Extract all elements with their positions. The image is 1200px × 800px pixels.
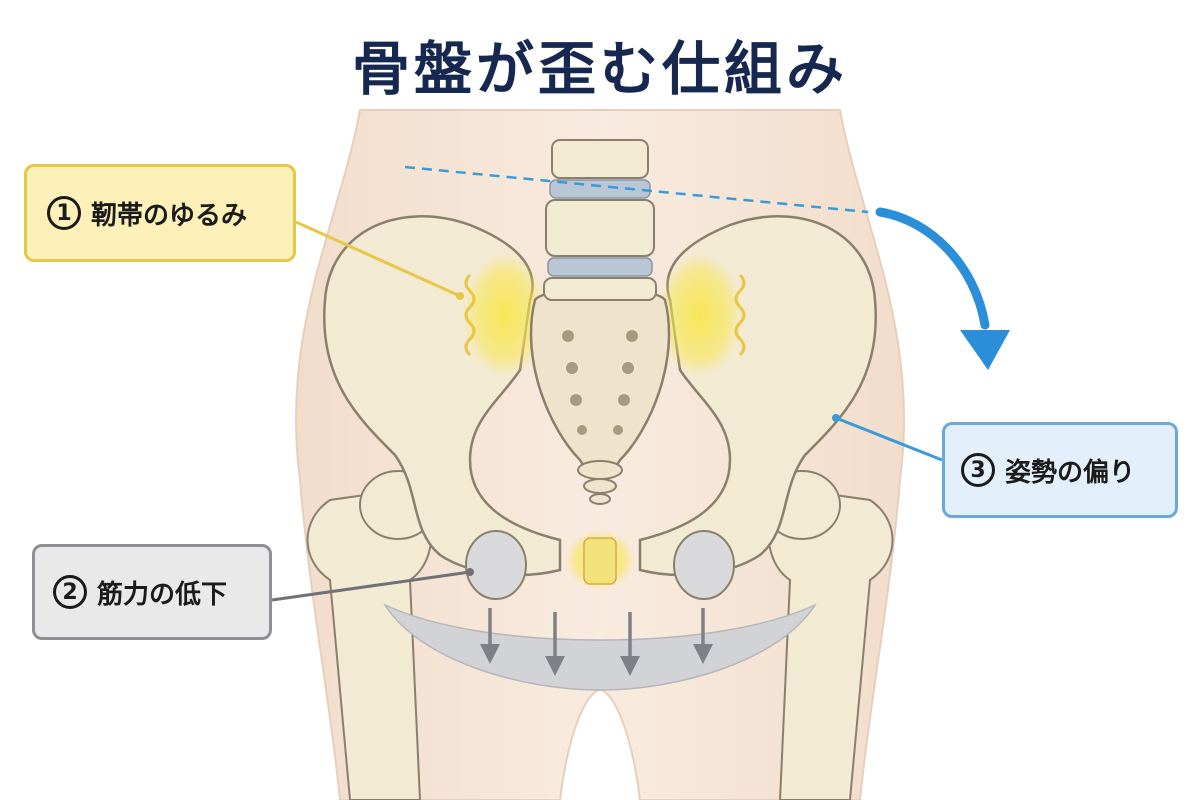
callout-label: 靭帯のゆるみ xyxy=(91,200,248,231)
lumbar-spine xyxy=(543,139,657,301)
callout-number: 2 xyxy=(53,575,87,609)
callout-number: 1 xyxy=(47,196,81,230)
right-obturator-foramen xyxy=(673,530,735,600)
callout-posture-imbalance: 3 姿勢の偏り xyxy=(942,422,1178,518)
tilt-dashed-line xyxy=(404,165,869,214)
left-sacroiliac-glow xyxy=(463,253,547,377)
sacral-foramina xyxy=(562,330,638,435)
leader-line-1 xyxy=(295,220,464,300)
pubic-symphysis xyxy=(583,537,617,585)
tilt-arrow-head xyxy=(960,330,1010,370)
callout-muscle-weakness: 2 筋力の低下 xyxy=(32,544,272,640)
right-ligament-wave xyxy=(734,273,746,357)
pelvic-floor-muscles xyxy=(383,603,817,691)
down-arrows xyxy=(480,608,713,676)
left-obturator-foramen xyxy=(465,530,527,600)
page-title: 骨盤が歪む仕組み xyxy=(351,35,848,103)
leader-line-3 xyxy=(832,414,943,462)
left-ligament-wave xyxy=(464,273,476,357)
callout-label: 姿勢の偏り xyxy=(1005,457,1136,488)
coccyx xyxy=(577,460,623,505)
callout-number: 3 xyxy=(961,453,995,487)
callout-label: 筋力の低下 xyxy=(97,579,228,610)
left-femur xyxy=(306,470,437,800)
callout-ligament-laxity: 1 靭帯のゆるみ xyxy=(24,164,296,262)
tilt-arrow-icon xyxy=(875,207,990,330)
right-sacroiliac-glow xyxy=(658,253,742,377)
leader-line-2 xyxy=(271,568,474,602)
